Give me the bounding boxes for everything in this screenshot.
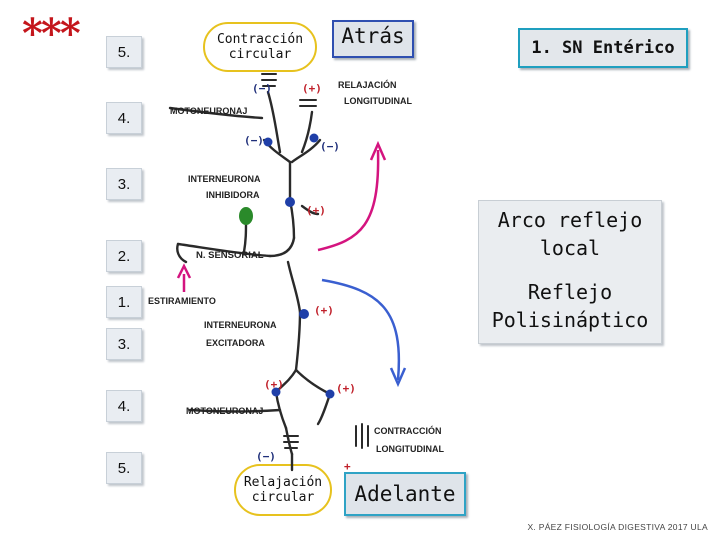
level-box-3-top: 3. [106,168,142,200]
reflex-line-4: Polisináptico [491,308,649,332]
footer-credit: X. PÁEZ FISIOLOGÍA DIGESTIVA 2017 ULA [527,522,708,532]
label-estiramiento: ESTIRAMIENTO [148,296,216,306]
relajacion-circular-pill: Relajación circular [234,464,332,516]
label-relajacion: RELAJACIÓN [338,79,397,90]
sign-minus-4: (−) [256,450,276,463]
level-box-2: 2. [106,240,142,272]
label-contraccion: CONTRACCIÓN [374,425,442,436]
label-interneurona-bottom: INTERNEURONA [204,320,277,330]
sign-plus-4: (+) [264,378,284,391]
level-box-3-bottom: 3. [106,328,142,360]
sign-plus-6: + [344,460,351,473]
label-motoneurona-bottom: MOTONEURONAJ [186,406,263,416]
sn-enterico-button[interactable]: 1. SN Entérico [518,28,688,68]
sign-plus-1: (+) [302,82,322,95]
reflex-line-3: Reflejo [527,280,613,304]
sign-minus-3: (−) [320,140,340,153]
label-interneurona-top: INTERNEURONA [188,174,261,184]
sign-minus-1: (−) [252,82,272,95]
level-box-4-top: 4. [106,102,142,134]
sign-minus-2: (−) [244,134,264,147]
label-inhibidora: INHIBIDORA [206,190,260,200]
reflex-line-2: local [539,236,601,260]
label-n-sensorial: N. SENSORIAL [196,250,264,261]
level-box-4-bottom: 4. [106,390,142,422]
level-box-5-top: 5. [106,36,142,68]
adelante-button[interactable]: Adelante [344,472,466,516]
label-longitudinal-bottom: LONGITUDINAL [376,444,444,454]
label-longitudinal-top: LONGITUDINAL [344,96,412,106]
sign-plus-5: (+) [336,382,356,395]
atras-button[interactable]: Atrás [332,20,414,58]
level-box-5-bottom: 5. [106,452,142,484]
sign-plus-2: (+) [306,204,326,217]
label-motoneurona-top: MOTONEURONAJ [170,106,247,116]
label-excitadora: EXCITADORA [206,338,265,348]
level-box-1: 1. [106,286,142,318]
reflex-line-1: Arco reflejo [497,208,643,232]
sign-plus-3: (+) [314,304,334,317]
contraccion-circular-pill: Contracción circular [203,22,317,72]
reflex-description-box: Arco reflejo local Reflejo Polisináptico [478,200,662,344]
importance-stars: *** [22,10,81,57]
